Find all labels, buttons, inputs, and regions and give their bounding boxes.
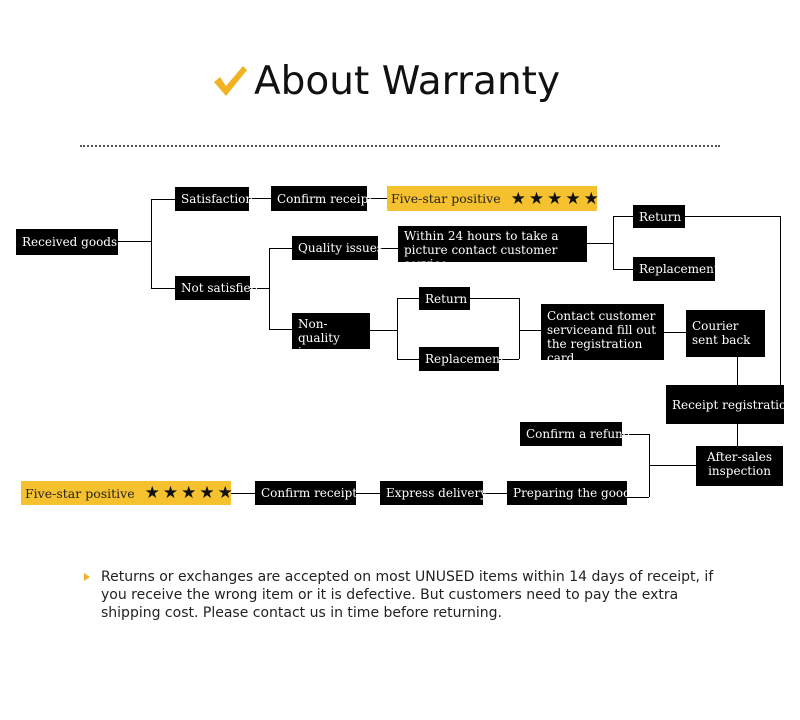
node-express-delivery: Express delivery: [380, 481, 487, 505]
node-return-mid: Return: [419, 287, 470, 310]
node-received-goods: Received goods: [16, 229, 118, 255]
five-star-positive-top: Five-star positive ★★★★★: [387, 186, 599, 211]
connector: [397, 359, 419, 360]
connector: [151, 199, 175, 200]
connector: [397, 298, 398, 359]
connector: [622, 434, 649, 435]
node-satisfaction: Satisfaction: [175, 187, 253, 211]
connector: [780, 216, 781, 422]
node-after-sales-inspection: After-sales inspection: [696, 446, 783, 486]
checkmark-icon: [214, 66, 247, 96]
connector: [151, 288, 175, 289]
connector: [627, 497, 649, 498]
connector: [249, 198, 271, 199]
node-non-quality-issues: Non-quality issues: [292, 313, 370, 359]
five-star-label: Five-star positive: [391, 191, 501, 206]
connector: [483, 493, 507, 494]
node-replacement-mid: Replacement: [419, 347, 505, 371]
node-within-24-hours: Within 24 hours to take a picture contac…: [398, 226, 587, 271]
connector: [269, 248, 270, 329]
node-courier-sent-back: Courier sent back: [686, 310, 765, 357]
connector: [649, 465, 696, 466]
connector: [367, 198, 387, 199]
five-star-label: Five-star positive: [25, 485, 135, 501]
connector: [269, 248, 292, 249]
connector: [269, 329, 292, 330]
node-confirm-receipt-bottom: Confirm receipt: [255, 481, 357, 505]
connector: [378, 248, 398, 249]
node-preparing-the-goods: Preparing the goods: [507, 481, 637, 505]
connector: [613, 216, 614, 269]
connector: [250, 288, 269, 289]
node-confirm-receipt-top: Confirm receipt: [271, 186, 373, 211]
connector: [151, 199, 152, 288]
triangle-bullet-icon: [84, 573, 90, 581]
connector: [499, 359, 519, 360]
node-replacement-right: Replacement: [633, 257, 719, 281]
connector: [118, 241, 151, 242]
node-receipt-registration: Receipt registration: [666, 385, 794, 424]
connector: [685, 216, 780, 217]
node-not-satisfied: Not satisfied: [175, 276, 258, 300]
connector: [613, 216, 633, 217]
five-star-positive-bottom: Five-star positive ★★★★★: [21, 481, 233, 505]
node-contact-customer-service: Contact customer serviceand fill out the…: [541, 304, 664, 365]
connector: [649, 434, 650, 497]
connector: [231, 493, 255, 494]
connector: [587, 243, 613, 244]
star-rating-icon: ★★★★★: [510, 188, 602, 209]
connector: [737, 424, 738, 446]
connector: [356, 493, 380, 494]
dotted-divider: [80, 145, 720, 147]
connector: [519, 330, 541, 331]
connector: [664, 332, 686, 333]
star-rating-icon: ★★★★★: [144, 483, 236, 503]
connector: [470, 298, 519, 299]
connector: [370, 330, 397, 331]
node-quality-issues: Quality issues: [292, 236, 383, 260]
policy-note-text: Returns or exchanges are accepted on mos…: [101, 569, 714, 621]
page-title: About Warranty: [254, 59, 561, 104]
connector: [519, 298, 520, 359]
connector: [397, 298, 419, 299]
node-return-right: Return: [633, 205, 685, 228]
connector: [613, 269, 633, 270]
connector: [737, 357, 738, 385]
node-confirm-a-refund: Confirm a refund: [520, 422, 630, 446]
